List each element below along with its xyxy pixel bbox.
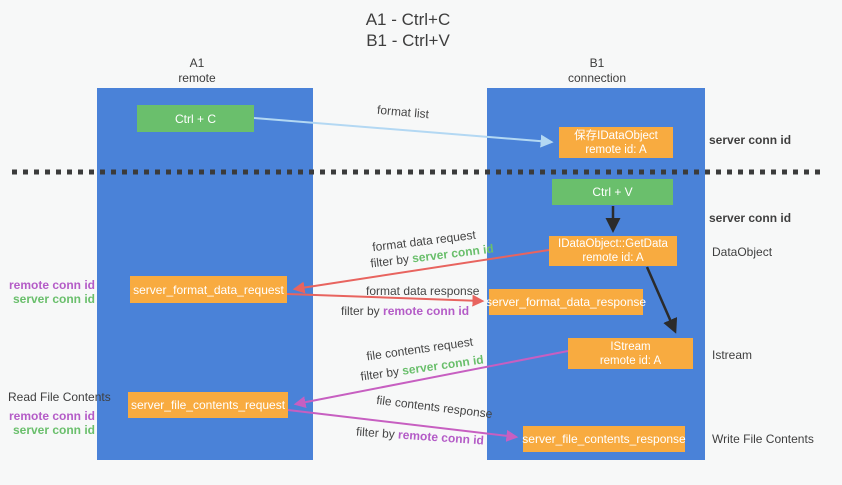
lane-header-b1: B1 connection: [537, 56, 657, 86]
arrow-file-contents-request: [293, 350, 569, 409]
label-read-file-contents-text: Read File Contents: [8, 390, 111, 404]
label-conn-ids-file: remote conn id server conn id: [0, 409, 95, 437]
arrow-format-list: [253, 117, 554, 148]
node-format-request-label: server_format_data_request: [133, 282, 284, 297]
page-title-line-1: A1 - Ctrl+C: [365, 10, 451, 29]
label-istream-text: Istream: [712, 348, 753, 362]
page-title: A1 - Ctrl+C B1 - Ctrl+V: [308, 9, 508, 51]
arrow-format-data-response: [286, 293, 485, 307]
node-istream: IStream remote id: A: [568, 338, 693, 369]
lane-b1-name: B1: [589, 56, 605, 70]
label-server-conn-id-mid-text: server conn id: [709, 211, 792, 225]
label-filter-by-remote-conn-id-format: filter by remote conn id: [341, 304, 469, 318]
arrow-format-data-request: [292, 249, 550, 294]
node-server-file-contents-request: server_file_contents_request: [128, 392, 288, 418]
node-ctrl-c-label: Ctrl + C: [174, 111, 216, 126]
label-read-file-contents: Read File Contents: [8, 390, 111, 404]
label-format-data-response-text: format data response: [366, 284, 480, 298]
label-write-file-contents: Write File Contents: [712, 432, 814, 446]
label-server-conn-id-left-1: server conn id: [12, 292, 95, 306]
label-server-conn-id-top: server conn id: [709, 133, 791, 147]
label-dataobject: DataObject: [712, 245, 772, 259]
node-server-file-contents-response: server_file_contents_response: [522, 426, 686, 452]
node-server-format-data-request: server_format_data_request: [130, 276, 287, 303]
node-save-idataobject-line1: 保存IDataObject: [574, 129, 658, 142]
label-remote-conn-id-left-2: remote conn id: [8, 409, 95, 423]
label-format-data-response: format data response: [366, 284, 479, 298]
label-dataobject-text: DataObject: [712, 245, 773, 259]
lane-a1-type: remote: [178, 71, 216, 85]
label-istream: Istream: [712, 348, 752, 362]
node-getdata-line1: IDataObject::GetData: [558, 238, 668, 250]
lane-a1-name: A1: [189, 56, 205, 70]
node-istream-line2: remote id: A: [599, 354, 662, 367]
page-title-line-2: B1 - Ctrl+V: [366, 31, 450, 50]
node-file-request-label: server_file_contents_request: [130, 398, 286, 412]
lane-header-a1: A1 remote: [137, 56, 257, 86]
node-idataobject-getdata: IDataObject::GetData remote id: A: [549, 236, 677, 266]
node-getdata-line2: remote id: A: [582, 252, 644, 264]
node-istream-line1: IStream: [610, 340, 651, 353]
arrow-file-contents-response: [287, 409, 519, 442]
label-server-conn-id-top-text: server conn id: [709, 133, 792, 147]
arrow-getdata-to-istream: [645, 266, 678, 334]
label-server-conn-id-mid: server conn id: [709, 211, 791, 225]
node-ctrl-c: Ctrl + C: [137, 105, 254, 132]
node-save-idataobject: 保存IDataObject remote id: A: [559, 127, 673, 158]
lane-b1-type: connection: [567, 71, 627, 85]
node-ctrl-v-label: Ctrl + V: [592, 185, 633, 199]
label-server-conn-id-left-2: server conn id: [12, 423, 95, 437]
label-filter-by-text: filter by: [355, 424, 396, 442]
node-ctrl-v: Ctrl + V: [552, 179, 673, 205]
node-format-response-label: server_format_data_response: [485, 295, 647, 309]
label-remote-conn-id-left-1: remote conn id: [8, 278, 95, 292]
node-server-format-data-response: server_format_data_response: [485, 289, 647, 315]
label-write-file-contents-text: Write File Contents: [712, 432, 814, 446]
node-save-idataobject-line2: remote id: A: [585, 143, 647, 156]
label-conn-ids-format: remote conn id server conn id: [0, 278, 95, 306]
label-filter-by-text: filter by: [341, 304, 380, 318]
node-file-response-label: server_file_contents_response: [522, 432, 686, 446]
label-remote-conn-id-text: remote conn id: [383, 304, 470, 318]
